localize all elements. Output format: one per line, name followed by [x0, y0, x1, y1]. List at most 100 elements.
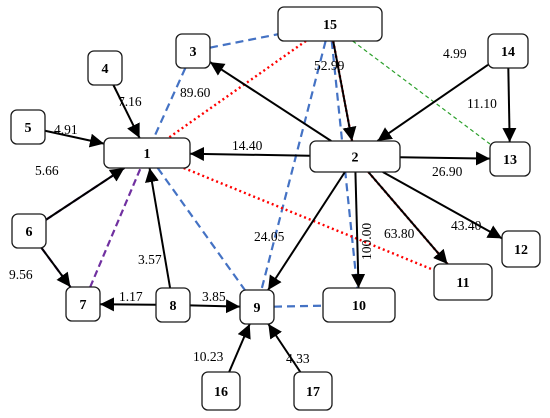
edge-14-to-2: [376, 63, 489, 142]
edge-6-to-1: [45, 167, 125, 221]
edge-weight-label: 1.17: [119, 289, 143, 304]
edge-2-to-3: [209, 61, 332, 142]
node-box: [10, 109, 46, 145]
node-1: 1: [103, 137, 191, 169]
node-box: [501, 230, 541, 268]
node-5: 5: [10, 109, 46, 145]
edge-weight-label: 5.66: [35, 163, 59, 178]
node-box: [277, 6, 383, 42]
node-box: [87, 50, 123, 86]
node-16: 16: [201, 371, 241, 411]
node-label: 1: [144, 147, 151, 162]
edge-2-to-10: [351, 171, 366, 289]
node-12: 12: [501, 230, 541, 268]
node-label: 10: [352, 299, 366, 314]
red-link-15-1: [167, 40, 307, 139]
node-13: 13: [489, 141, 531, 177]
green-link-15-13: [352, 40, 491, 145]
edge-17-to-9: [267, 323, 302, 373]
node-label: 13: [503, 153, 517, 168]
node-17: 17: [293, 371, 333, 411]
edge-weight-label: 3.85: [202, 289, 226, 304]
node-box: [322, 287, 396, 323]
edge-weight-label: 52.99: [314, 58, 345, 73]
node-box: [433, 263, 493, 301]
node-box: [487, 33, 529, 69]
node-label: 8: [170, 299, 177, 314]
edge-16-to-9: [228, 323, 251, 373]
edge-2-to-9: [267, 171, 346, 291]
node-box: [201, 371, 241, 411]
node-label: 11: [456, 276, 469, 291]
node-box: [309, 140, 401, 173]
edge-weight-label: 7.16: [118, 94, 142, 109]
node-label: 14: [501, 45, 515, 60]
node-9: 9: [239, 289, 275, 325]
edge-8-to-9: [189, 299, 241, 314]
edge-8-to-1: [145, 167, 172, 289]
node-10: 10: [322, 287, 396, 323]
red-link-1-11: [183, 166, 435, 272]
edge-weight-label: 24.05: [254, 229, 285, 244]
edge-2-to-12: [382, 171, 503, 240]
edge-2-to-1: [189, 146, 311, 161]
node-box: [175, 33, 211, 69]
node-11: 11: [433, 263, 493, 301]
edge-5-to-1: [44, 129, 105, 148]
edge-weight-label: 43.40: [451, 218, 482, 233]
node-label: 7: [80, 298, 87, 313]
node-box: [155, 287, 191, 323]
node-3: 3: [175, 33, 211, 69]
edge-weight-labels: 14.40 89.60 52.99 4.99 11.10 26.90 43.40 63.80 1…: [9, 46, 497, 366]
edge-6-to-7: [40, 247, 72, 288]
node-label: 2: [352, 151, 359, 166]
edge-weight-label: 11.10: [467, 96, 497, 111]
blue-link-15-9: [260, 40, 327, 291]
blue-link-9-10: [273, 304, 324, 308]
edge-weight-label: 14.40: [232, 138, 263, 153]
edge-weight-label: 89.60: [180, 85, 211, 100]
node-2: 2: [309, 140, 401, 173]
edge-weight-label: 26.90: [432, 164, 463, 179]
node-6: 6: [11, 213, 47, 249]
edge-4-to-1: [112, 84, 141, 139]
edge-15-to-2: [332, 40, 357, 142]
edge-2-to-11: [367, 171, 449, 265]
node-7: 7: [65, 286, 101, 322]
edge-weight-label: 4.91: [54, 122, 78, 137]
blue-link-3-1: [152, 67, 187, 139]
weighted-edges: [40, 40, 517, 373]
blue-link-3-15: [209, 33, 279, 49]
node-label: 4: [102, 62, 109, 77]
node-label: 9: [254, 301, 261, 316]
node-label: 15: [323, 18, 337, 33]
node-8: 8: [155, 287, 191, 323]
node-label: 16: [214, 385, 228, 400]
edge-weight-label: 9.56: [9, 267, 33, 282]
node-label: 12: [514, 243, 528, 258]
edge-2-to-13: [399, 151, 491, 166]
node-14: 14: [487, 33, 529, 69]
edge-weight-label: 3.57: [138, 252, 162, 267]
node-box: [239, 289, 275, 325]
node-box: [293, 371, 333, 411]
edge-8-to-7: [99, 297, 157, 312]
node-label: 17: [306, 385, 320, 400]
node-box: [11, 213, 47, 249]
edge-weight-label: 63.80: [384, 226, 415, 241]
blue-link-1-9: [156, 167, 246, 291]
node-4: 4: [87, 50, 123, 86]
edge-weight-label: 100.00: [359, 223, 374, 260]
edge-weight-label: 4.99: [443, 46, 467, 61]
edge-weight-label: 10.23: [193, 349, 224, 364]
node-box: [65, 286, 101, 322]
node-label: 6: [26, 225, 33, 240]
node-label: 5: [25, 121, 32, 136]
node-box: [103, 137, 191, 169]
node-label: 3: [190, 45, 197, 60]
edge-weight-label: 4.33: [286, 351, 310, 366]
node-box: [489, 141, 531, 177]
edge-14-to-13: [502, 67, 517, 143]
